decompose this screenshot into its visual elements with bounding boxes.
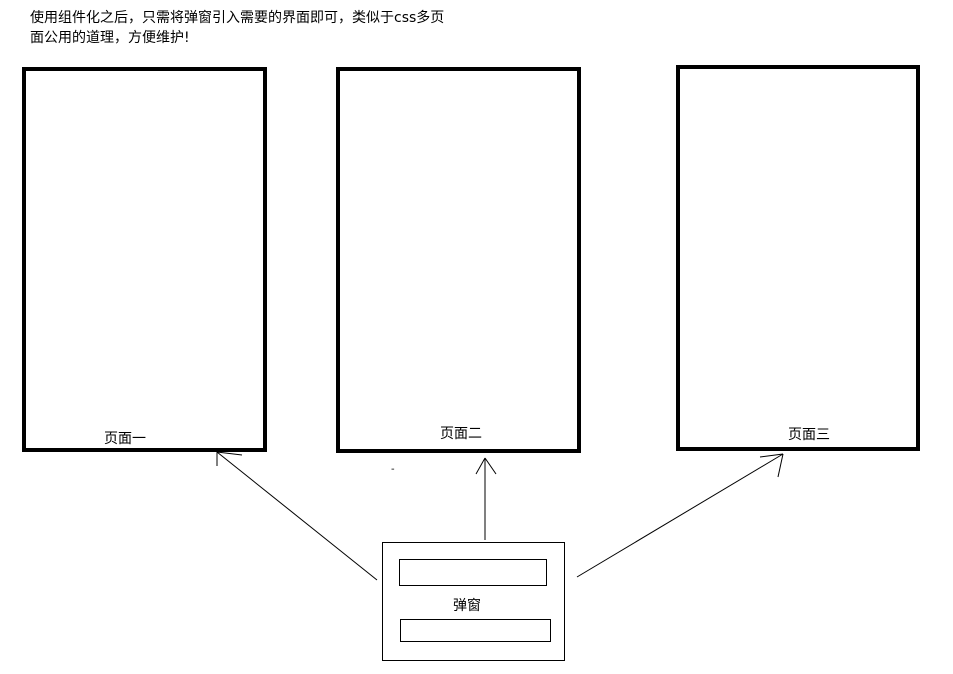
popup-box: 弹窗 bbox=[382, 542, 565, 661]
arrow-to-page-one bbox=[216, 451, 378, 581]
popup-label: 弹窗 bbox=[453, 598, 481, 614]
popup-input-top bbox=[399, 559, 547, 586]
page-one-label: 页面一 bbox=[104, 431, 146, 447]
page-two-label: 页面二 bbox=[440, 426, 482, 442]
page-three-box: 页面三 bbox=[676, 65, 920, 451]
description-note: 使用组件化之后，只需将弹窗引入需要的界面即可，类似于css多页 面公用的道理，方… bbox=[30, 8, 510, 48]
description-line-1: 使用组件化之后，只需将弹窗引入需要的界面即可，类似于css多页 bbox=[30, 10, 445, 26]
page-one-box: 页面一 bbox=[22, 67, 267, 452]
page-three-label: 页面三 bbox=[788, 427, 830, 443]
description-line-2: 面公用的道理，方便维护! bbox=[30, 30, 190, 46]
stray-mark: - bbox=[391, 464, 395, 475]
arrow-to-page-three bbox=[576, 453, 784, 578]
page-two-box: 页面二 bbox=[336, 67, 581, 453]
arrow-to-page-two bbox=[475, 457, 497, 540]
popup-input-bottom bbox=[400, 619, 551, 642]
